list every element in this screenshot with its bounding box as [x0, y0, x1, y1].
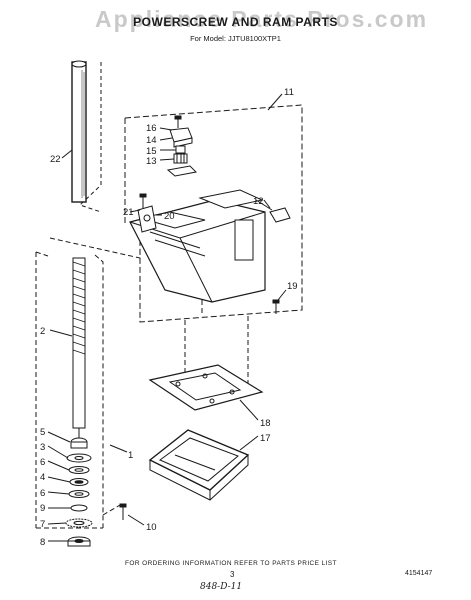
- part-18-ram-plate: [148, 364, 264, 411]
- callout-8: 8: [40, 537, 45, 548]
- callout-12: 12: [253, 196, 264, 207]
- callout-22: 22: [50, 154, 61, 165]
- part-6-washer-lower: [68, 490, 90, 498]
- part-3-washer: [66, 453, 92, 463]
- callout-1: 1: [128, 450, 133, 461]
- leader-16: [159, 127, 173, 131]
- callout-3: 3: [40, 442, 45, 453]
- part-15-cap: [175, 145, 186, 154]
- callout-6b: 6: [40, 488, 45, 499]
- leader-14: [159, 137, 173, 141]
- ordering-info-note: FOR ORDERING INFORMATION REFER TO PARTS …: [125, 560, 337, 567]
- part-17-ram-pan: [148, 429, 250, 501]
- leader-3: [47, 445, 69, 459]
- leader-6b: [47, 491, 70, 495]
- part-20-bracket: [137, 205, 157, 233]
- leader-1: [109, 444, 128, 453]
- callout-9: 9: [40, 503, 45, 514]
- part-6-washer-upper: [68, 466, 90, 474]
- callout-2: 2: [40, 326, 45, 337]
- leader-12: [263, 199, 271, 209]
- leader-18: [239, 399, 259, 421]
- part-12-clip: [255, 199, 291, 223]
- leader-17: [239, 435, 259, 451]
- callout-4: 4: [40, 472, 45, 483]
- callout-16: 16: [146, 123, 157, 134]
- callout-19: 19: [287, 281, 298, 292]
- leader-11: [267, 93, 283, 111]
- model-subtitle: For Model: JJTU8100XTP1: [190, 34, 281, 43]
- part-8-nut: [67, 536, 91, 547]
- watermark: Appliance Parts Pros.com: [95, 6, 429, 32]
- leader-6a: [47, 460, 70, 471]
- powerscrew-connector-lines: [35, 237, 141, 529]
- part-7-sprocket: [65, 518, 93, 528]
- part-4-bearing: [69, 478, 89, 486]
- callout-14: 14: [146, 135, 157, 146]
- callout-11: 11: [284, 87, 294, 98]
- part-22-bracket-dashes: [79, 62, 102, 213]
- page-number: 3: [230, 570, 235, 579]
- part-19-screw: [272, 289, 287, 314]
- callout-21: 21: [123, 207, 134, 218]
- ram-box-body: [129, 189, 266, 303]
- callout-6a: 6: [40, 457, 45, 468]
- part-22-tube: [71, 60, 87, 203]
- document-code: 4154147: [405, 570, 433, 577]
- diagram-title: POWERSCREW AND RAM PARTS: [133, 15, 338, 29]
- leader-2: [49, 329, 73, 337]
- callout-20: 20: [164, 211, 175, 222]
- callout-7: 7: [40, 519, 45, 530]
- part-9-spacer: [70, 504, 88, 512]
- assembly-guide-lines: [184, 300, 249, 390]
- part-13-plate: [166, 165, 198, 177]
- leader-5: [47, 431, 71, 443]
- leader-7: [47, 522, 67, 525]
- callout-17: 17: [260, 433, 271, 444]
- leader-4: [47, 476, 71, 483]
- callout-5: 5: [40, 427, 45, 438]
- part-16-screw: [174, 115, 182, 128]
- callout-10: 10: [146, 522, 157, 533]
- part-13-gear: [173, 153, 188, 164]
- leader-13: [159, 158, 175, 161]
- part-14-housing: [169, 127, 193, 148]
- part-21-screw: [139, 193, 147, 208]
- leader-21: [129, 209, 141, 213]
- part-2-powerscrew: [72, 257, 86, 440]
- part-11-assembly-outline: [124, 104, 303, 323]
- leader-22: [61, 149, 73, 159]
- callout-15: 15: [146, 146, 157, 157]
- part-5-collar: [70, 437, 88, 449]
- callout-13: 13: [146, 156, 157, 167]
- handwritten-note: 848-D-11: [200, 582, 243, 592]
- part-10-screw: [119, 503, 145, 526]
- callout-18: 18: [260, 418, 271, 429]
